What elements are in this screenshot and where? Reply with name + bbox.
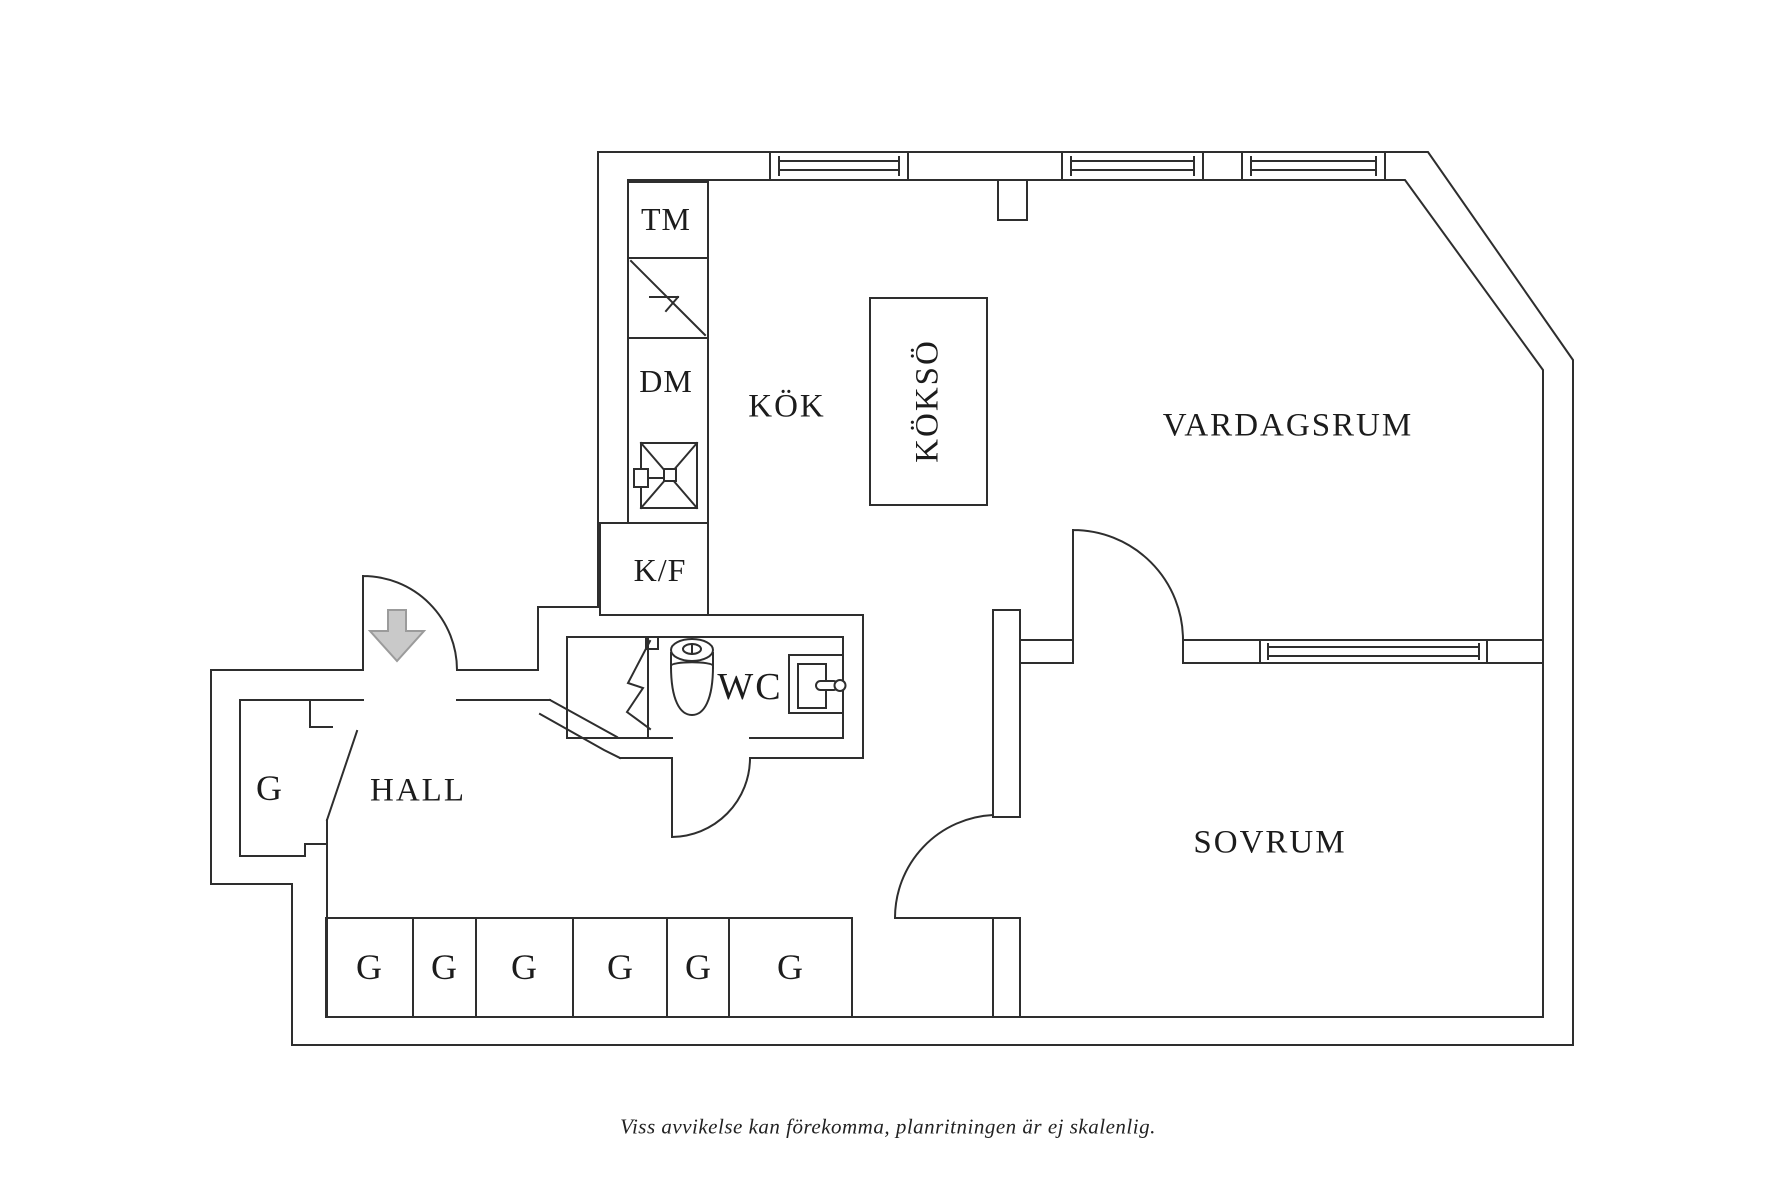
wc-closet bbox=[566, 636, 652, 739]
label-closet-5: G bbox=[685, 947, 711, 987]
kitchen-appliance-strip bbox=[599, 181, 709, 616]
label-kitchen-island: KÖKSÖ bbox=[909, 339, 946, 463]
label-wc: WC bbox=[717, 666, 783, 708]
window-top-1 bbox=[769, 151, 909, 181]
closet-row bbox=[325, 917, 853, 1018]
wall-pillar bbox=[997, 179, 1028, 221]
label-bedroom: SOVRUM bbox=[1193, 824, 1347, 861]
window-top-2 bbox=[1061, 151, 1204, 181]
toilet-icon bbox=[669, 638, 715, 717]
wash-basin-icon bbox=[788, 654, 847, 714]
label-living-room: VARDAGSRUM bbox=[1162, 407, 1414, 444]
window-bedroom bbox=[1259, 639, 1488, 664]
label-closet-4: G bbox=[607, 947, 633, 987]
kitchen-sink-icon bbox=[633, 441, 699, 510]
kitchen-island bbox=[869, 297, 988, 506]
wc-fixtures bbox=[566, 636, 847, 739]
label-closet-3: G bbox=[511, 947, 537, 987]
hall-closet-door bbox=[325, 729, 359, 822]
label-kitchen: KÖK bbox=[748, 388, 826, 425]
bedroom-door bbox=[893, 813, 995, 920]
living-to-bedroom-door bbox=[1071, 528, 1185, 642]
label-hall-closet: G bbox=[256, 768, 282, 808]
label-closet-1: G bbox=[356, 947, 382, 987]
entry-arrow-icon bbox=[367, 609, 427, 663]
window-top-3 bbox=[1241, 151, 1386, 181]
fridge-freezer-box bbox=[599, 522, 709, 616]
wc-door bbox=[670, 756, 752, 839]
hall-closet bbox=[239, 699, 333, 1018]
label-dishwasher: DM bbox=[639, 363, 693, 399]
doors bbox=[325, 528, 1185, 920]
label-hall: HALL bbox=[370, 772, 466, 809]
stove-icon bbox=[629, 259, 707, 337]
inner-walls bbox=[309, 179, 1544, 1018]
outer-wall bbox=[210, 151, 1574, 1046]
label-fridge-freezer: K/F bbox=[633, 552, 687, 588]
disclaimer-caption: Viss avvikelse kan förekomma, planritnin… bbox=[620, 1114, 1156, 1139]
label-closet-2: G bbox=[431, 947, 457, 987]
label-closet-6: G bbox=[777, 947, 803, 987]
label-washing-machine: TM bbox=[641, 201, 691, 237]
bifold-door-icon bbox=[625, 639, 652, 731]
windows bbox=[769, 151, 1488, 664]
entry-door bbox=[361, 574, 459, 672]
